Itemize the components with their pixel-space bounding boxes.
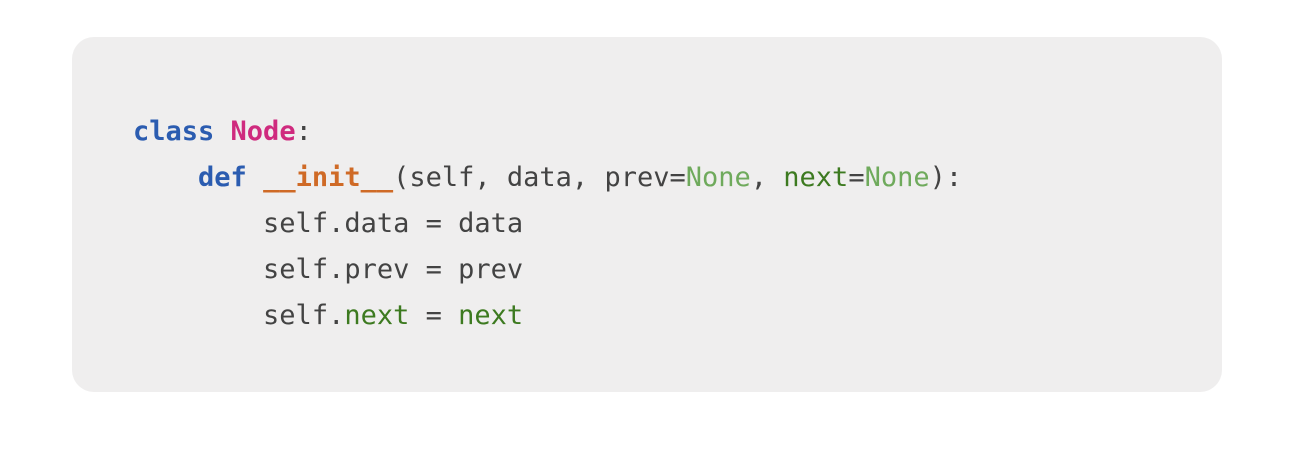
code-token-plain: [214, 116, 230, 147]
code-snippet-card: class Node: def __init__(self, data, pre…: [72, 37, 1222, 392]
code-token-punct: ):: [929, 162, 963, 193]
code-token-builtin: next: [344, 300, 410, 331]
python-source: class Node: def __init__(self, data, pre…: [133, 109, 962, 339]
code-line: self.data = data: [133, 201, 962, 247]
code-token-plain: self.: [263, 300, 345, 331]
code-line: def __init__(self, data, prev=None, next…: [133, 155, 962, 201]
code-token-classname: Node: [230, 116, 296, 147]
code-token-builtin: next: [458, 300, 524, 331]
code-line: self.prev = prev: [133, 247, 962, 293]
code-indent: [133, 254, 263, 285]
code-token-plain: ,: [750, 162, 784, 193]
code-block[interactable]: class Node: def __init__(self, data, pre…: [133, 109, 962, 339]
code-token-constant: None: [864, 162, 930, 193]
code-token-builtin: next: [783, 162, 849, 193]
code-token-plain: =: [409, 300, 459, 331]
code-line: self.next = next: [133, 293, 962, 339]
code-token-plain: =: [848, 162, 865, 193]
code-token-plain: self.data = data: [263, 208, 524, 239]
code-token-plain: self.prev = prev: [263, 254, 524, 285]
code-indent: [133, 208, 263, 239]
code-indent: [133, 300, 263, 331]
code-token-plain: [247, 162, 263, 193]
code-token-constant: None: [685, 162, 751, 193]
code-line: class Node:: [133, 109, 962, 155]
code-token-punct: :: [295, 116, 312, 147]
code-token-plain: (self, data, prev=: [393, 162, 686, 193]
code-indent: [133, 162, 198, 193]
code-token-keyword: class: [133, 116, 215, 147]
code-token-keyword: def: [198, 162, 247, 193]
code-token-funcname: __init__: [263, 162, 394, 193]
